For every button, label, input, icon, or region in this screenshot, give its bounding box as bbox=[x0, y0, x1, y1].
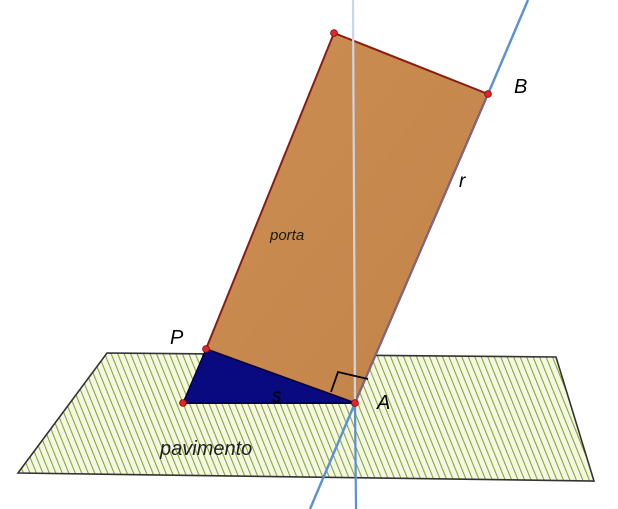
vertex-top bbox=[330, 29, 338, 37]
line-r-lower bbox=[308, 402, 357, 509]
point-p bbox=[202, 345, 210, 353]
label-a: A bbox=[376, 392, 390, 414]
line-r-upper bbox=[486, 0, 530, 95]
point-a bbox=[351, 399, 359, 407]
label-s: s bbox=[272, 386, 282, 407]
right-angle-marker bbox=[330, 370, 369, 393]
line-r bbox=[354, 93, 489, 404]
label-p: P bbox=[170, 327, 184, 349]
label-r: r bbox=[459, 171, 466, 192]
floor-plane bbox=[16, 352, 596, 482]
label-b: B bbox=[514, 76, 527, 98]
vertical-line bbox=[351, 0, 357, 404]
vertex-floor bbox=[179, 399, 187, 407]
point-b bbox=[484, 90, 492, 98]
door-rectangle bbox=[204, 31, 490, 405]
label-porta: porta bbox=[269, 227, 304, 244]
label-pavimento: pavimento bbox=[159, 438, 252, 460]
vertical-line-lower bbox=[353, 402, 358, 509]
